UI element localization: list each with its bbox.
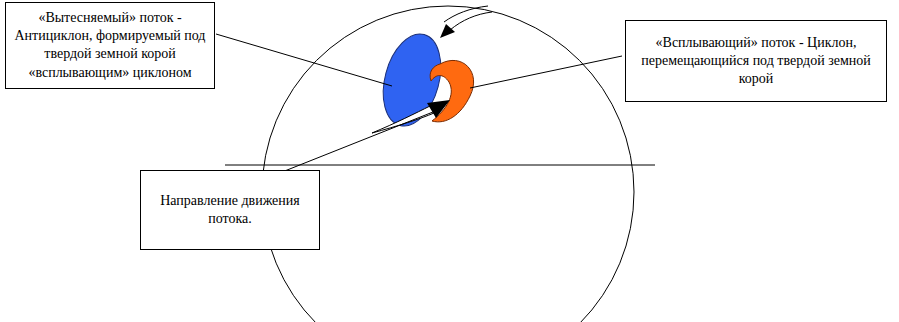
leader-line — [216, 34, 392, 86]
callout-text: «Всплывающий» поток - Циклон, перемещающ… — [634, 34, 878, 89]
callout-box: «Всплывающий» поток - Циклон, перемещающ… — [625, 20, 887, 102]
callout-text: Направление движения потока. — [149, 192, 311, 228]
flow-arrow — [444, 6, 488, 22]
arrow-head — [427, 100, 450, 118]
crust-line — [225, 165, 655, 166]
earth-circle — [262, 6, 634, 322]
callout-box: Направление движения потока. — [140, 170, 320, 250]
leader-line — [470, 56, 622, 88]
callout-text: «Вытесняемый» поток - Антициклон, формир… — [14, 9, 206, 82]
arrow-head — [440, 24, 455, 38]
callout-box: «Вытесняемый» поток - Антициклон, формир… — [5, 2, 215, 89]
flow-arrow — [372, 106, 434, 133]
